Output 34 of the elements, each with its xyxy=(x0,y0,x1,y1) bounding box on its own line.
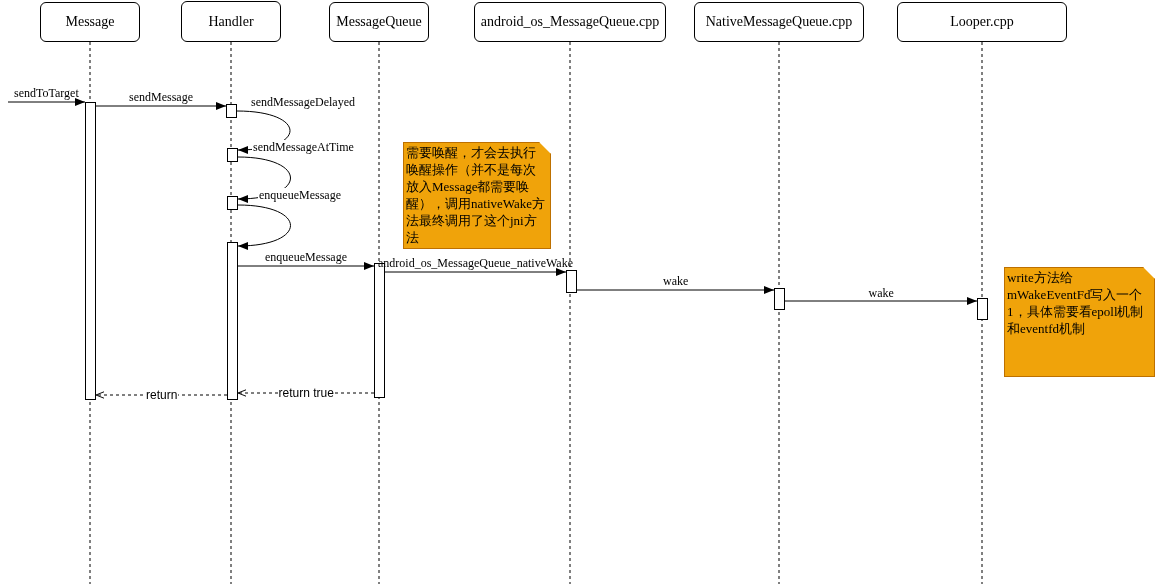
activation-bar xyxy=(227,242,238,400)
message-arrow xyxy=(7,98,86,106)
edge-label: sendToTarget xyxy=(14,86,79,100)
edge-label: wake xyxy=(663,274,689,288)
activation-bar xyxy=(85,102,96,400)
edge-label: android_os_MessageQueue_nativeWake xyxy=(378,256,573,270)
activation-bar xyxy=(227,196,238,210)
participant-box: Message xyxy=(40,2,140,42)
activation-bar xyxy=(227,148,238,162)
message-arrow xyxy=(576,286,775,294)
participant-box: Handler xyxy=(181,1,281,42)
activation-bar xyxy=(774,288,785,310)
edge-label: sendMessage xyxy=(129,90,193,104)
note: 需要唤醒，才会去执行唤醒操作（并不是每次放入Message都需要唤醒），调用nativeWake方法最终调用了这个jni方法 xyxy=(403,142,551,249)
edge-label: return xyxy=(145,388,179,402)
edge-label: enqueueMessage xyxy=(265,250,347,264)
message-arrow xyxy=(237,262,375,270)
self-call-arrow xyxy=(237,204,291,250)
edge-label: return true xyxy=(277,386,335,400)
message-arrow xyxy=(384,268,567,276)
activation-bar xyxy=(977,298,988,320)
participant-box: android_os_MessageQueue.cpp xyxy=(474,2,666,42)
edge-label: sendMessageAtTime xyxy=(252,140,355,154)
participant-box: MessageQueue xyxy=(329,2,429,42)
message-arrow xyxy=(784,297,978,305)
edge-label: enqueueMessage xyxy=(258,188,342,202)
activation-bar xyxy=(226,104,237,118)
edge-label: sendMessageDelayed xyxy=(250,95,356,109)
edge-label: wake xyxy=(868,286,894,300)
note: write方法给mWakeEventFd写入一个1，具体需要看epoll机制和eventfd机制 xyxy=(1004,267,1155,377)
participant-box: Looper.cpp xyxy=(897,2,1067,42)
message-arrow xyxy=(95,102,227,110)
activation-bar xyxy=(566,270,577,293)
participant-box: NativeMessageQueue.cpp xyxy=(694,2,864,42)
